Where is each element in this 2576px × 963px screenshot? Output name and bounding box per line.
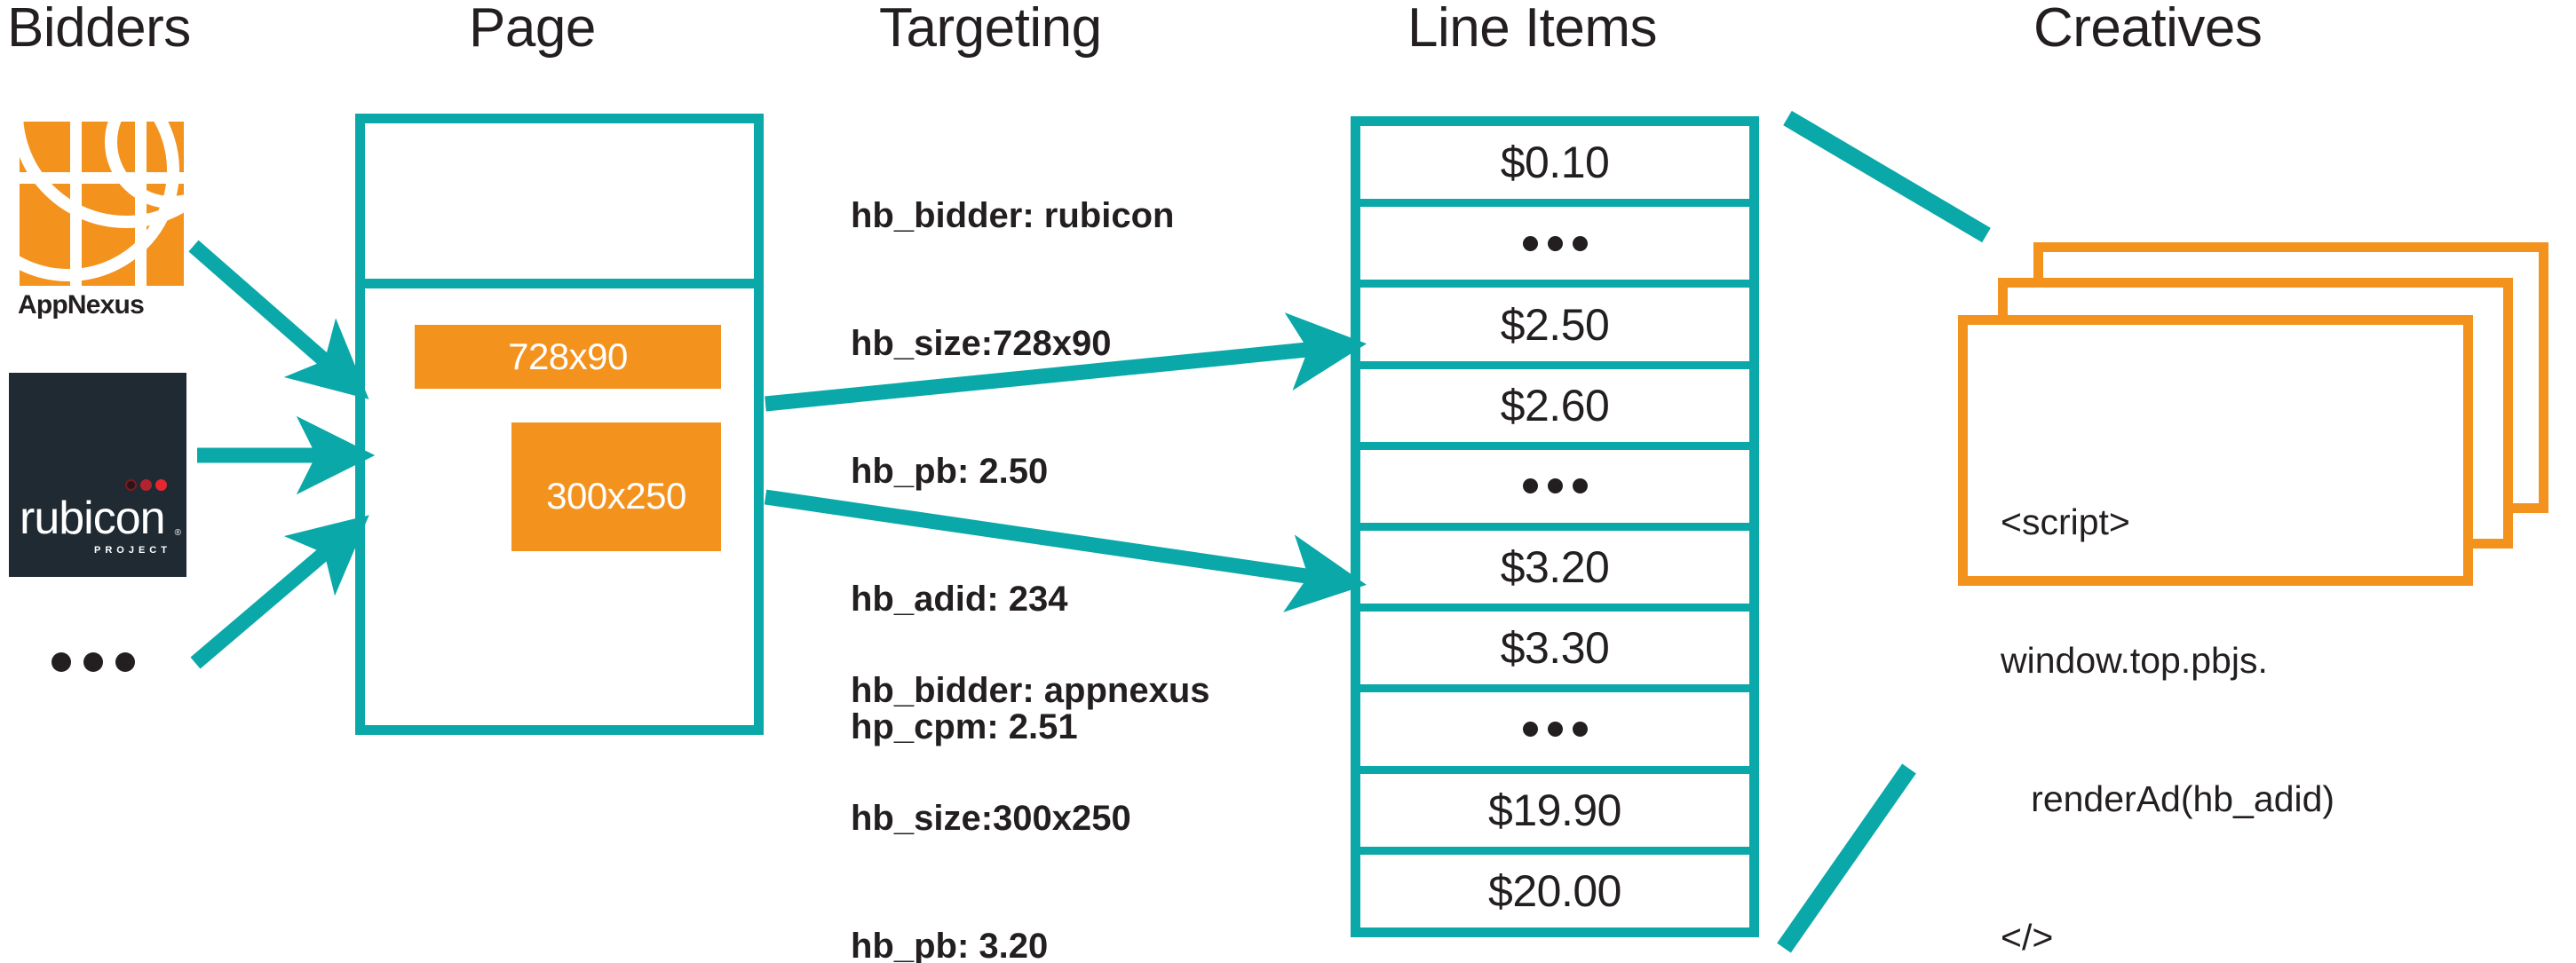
line-item-row-ellipsis <box>1360 449 1749 524</box>
line-item-row[interactable]: $3.30 <box>1360 612 1749 685</box>
rubicon-sublabel: PROJECT <box>94 545 171 556</box>
heading-line-items: Line Items <box>1407 0 1658 59</box>
line-item-row[interactable]: $2.60 <box>1360 368 1749 442</box>
arrow-bidder-to-page <box>188 240 376 669</box>
rubicon-project-logo-icon: rubicon ® PROJECT <box>9 373 186 577</box>
ad-slot-medium-rectangle[interactable]: 300x250 <box>511 422 721 551</box>
bidders-more-ellipsis <box>52 652 135 672</box>
heading-targeting: Targeting <box>879 0 1102 59</box>
targeting-line: hp_cpm: 2.51 <box>851 707 1078 746</box>
line-item-row[interactable]: $2.50 <box>1360 288 1749 361</box>
heading-creatives: Creatives <box>2033 0 2263 59</box>
line-item-row[interactable]: $0.10 <box>1360 126 1749 200</box>
page-header-divider <box>365 279 754 288</box>
line-items-table: $0.10 $2.50 $2.60 $3.20 $3.30 $19.90 $20… <box>1351 116 1759 937</box>
ad-slot-leaderboard[interactable]: 728x90 <box>415 325 721 389</box>
line-item-row[interactable]: $20.00 <box>1360 854 1749 928</box>
line-item-row[interactable]: $19.90 <box>1360 773 1749 847</box>
creative-code-line: </> <box>2001 917 2054 958</box>
targeting-line: hb_size:300x250 <box>851 799 1131 838</box>
targeting-line: hb_bidder: appnexus <box>851 671 1210 710</box>
line-item-row[interactable]: $3.20 <box>1360 531 1749 604</box>
rubicon-registered-mark: ® <box>174 528 181 538</box>
targeting-line: hb_pb: 3.20 <box>851 927 1049 963</box>
heading-page: Page <box>469 0 596 59</box>
creative-card-front[interactable] <box>1958 315 2473 586</box>
rubicon-wordmark: rubicon <box>20 493 166 544</box>
appnexus-logo-icon <box>20 122 184 286</box>
line-item-row-ellipsis <box>1360 207 1749 280</box>
line-item-row-ellipsis <box>1360 692 1749 766</box>
rubicon-dots-icon <box>122 479 167 495</box>
targeting-line: hb_pb: 2.50 <box>851 452 1049 491</box>
creative-code-line: renderAd(hb_adid) <box>2001 778 2335 819</box>
creative-code-line: window.top.pbjs. <box>2001 640 2268 681</box>
creative-code-snippet: <script> window.top.pbjs. renderAd(hb_ad… <box>2001 407 2334 963</box>
heading-bidders: Bidders <box>7 0 191 59</box>
page-container: 728x90 300x250 <box>355 114 764 735</box>
targeting-line: hb_size:728x90 <box>851 324 1112 363</box>
appnexus-wordmark: AppNexus <box>18 290 145 320</box>
targeting-line: hb_bidder: rubicon <box>851 196 1175 235</box>
line-lineitems-to-creatives <box>1777 110 1991 953</box>
creative-code-line: <script> <box>2001 501 2130 542</box>
targeting-block-appnexus: hb_bidder: appnexus hb_size:300x250 hb_p… <box>851 584 1210 963</box>
